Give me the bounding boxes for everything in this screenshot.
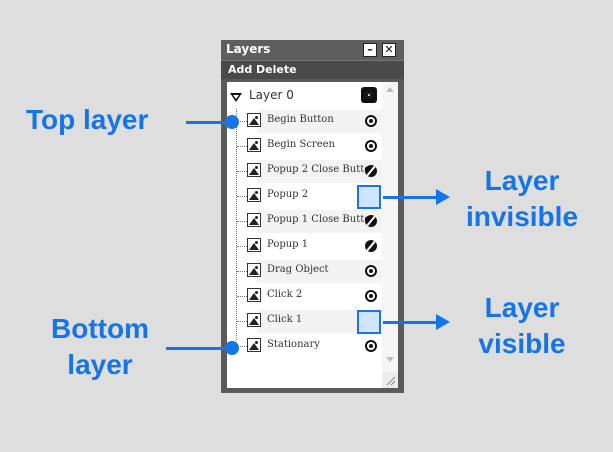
layer-row[interactable]: Popup 1 Close Button	[227, 210, 382, 233]
layer-invisible-line2: invisible	[465, 201, 579, 232]
layer-invisible-line1: Layer	[484, 165, 560, 196]
visible-eye-icon[interactable]	[365, 290, 377, 302]
image-thumbnail-icon	[247, 138, 261, 152]
vertical-scrollbar[interactable]	[382, 82, 398, 388]
layer-group-label: Layer 0	[249, 88, 294, 102]
top-layer-pointer-line	[186, 121, 231, 124]
row-background	[257, 210, 382, 233]
row-background	[257, 310, 382, 333]
delete-menu-item[interactable]: Delete	[256, 63, 297, 76]
close-icon: ✕	[384, 43, 394, 56]
layer-row[interactable]: Drag Object	[227, 260, 382, 283]
image-thumbnail-icon	[247, 213, 261, 227]
image-thumbnail-icon	[247, 188, 261, 202]
layer-row[interactable]: Popup 1	[227, 235, 382, 258]
bottom-layer-annotation-line1: Bottom	[51, 313, 149, 344]
layer-label: Popup 1 Close Button	[267, 214, 377, 225]
tree-connector	[236, 109, 237, 340]
tree-branch	[237, 221, 247, 222]
image-thumbnail-icon	[247, 313, 261, 327]
bottom-layer-pointer-line	[166, 347, 232, 350]
minimize-button[interactable]: –	[363, 43, 377, 57]
layer-row[interactable]: Popup 2 Close Button	[227, 160, 382, 183]
panel-title: Layers	[226, 42, 271, 56]
bottom-layer-annotation-line2: layer	[67, 349, 133, 380]
layer-label: Drag Object	[267, 264, 329, 275]
layer-visible-line1: Layer	[484, 292, 560, 323]
layer-invisible-annotation: Layer invisible	[452, 163, 592, 235]
visible-eye-icon[interactable]	[365, 140, 377, 152]
add-menu-item[interactable]: Add	[228, 63, 253, 76]
layer-row[interactable]: Stationary	[227, 335, 382, 358]
top-layer-pointer-dot	[225, 115, 239, 129]
tree-branch	[237, 246, 247, 247]
bottom-layer-pointer-dot	[225, 341, 239, 355]
row-background	[257, 160, 382, 183]
visible-highlight-box	[357, 310, 381, 334]
visible-eye-icon[interactable]	[365, 340, 377, 352]
visible-pointer-line	[383, 321, 437, 324]
layer-row[interactable]: Begin Button	[227, 110, 382, 133]
image-thumbnail-icon	[247, 288, 261, 302]
layer-label: Click 1	[267, 314, 303, 325]
row-background	[257, 260, 382, 283]
visible-arrow-icon	[436, 314, 450, 330]
image-thumbnail-icon	[247, 263, 261, 277]
tree-branch	[237, 346, 247, 347]
layer-row[interactable]: Click 2	[227, 285, 382, 308]
invisible-pointer-line	[383, 196, 437, 199]
layer-label: Popup 2	[267, 189, 309, 200]
layer-label: Begin Screen	[267, 139, 335, 150]
image-thumbnail-icon	[247, 163, 261, 177]
visible-eye-icon[interactable]	[365, 265, 377, 277]
panel-menubar: Add Delete	[221, 61, 404, 79]
layer-group-row[interactable]: Layer 0	[227, 85, 382, 107]
close-button[interactable]: ✕	[382, 43, 396, 57]
scroll-up-arrow-icon[interactable]	[386, 87, 394, 92]
layer-row[interactable]: Begin Screen	[227, 135, 382, 158]
tree-branch	[237, 296, 247, 297]
layer-label: Click 2	[267, 289, 303, 300]
invisible-arrow-icon	[436, 189, 450, 205]
scroll-down-arrow-icon[interactable]	[386, 357, 394, 362]
image-thumbnail-icon	[247, 238, 261, 252]
layer-label: Stationary	[267, 339, 320, 350]
hidden-eye-icon[interactable]	[365, 215, 377, 227]
visible-eye-icon[interactable]	[365, 115, 377, 127]
layer-label: Popup 1	[267, 239, 309, 250]
resize-grip-icon[interactable]	[382, 372, 398, 388]
layers-panel: Layers – ✕ Add Delete Layer 0 Begin Butt…	[221, 40, 404, 393]
hidden-eye-icon[interactable]	[365, 165, 377, 177]
invisible-highlight-box	[357, 185, 381, 209]
tree-branch	[237, 196, 247, 197]
tree-branch	[237, 121, 247, 122]
layer-label: Popup 2 Close Button	[267, 164, 377, 175]
tree-branch	[237, 271, 247, 272]
expand-triangle-icon[interactable]	[230, 93, 242, 102]
tree-branch	[237, 171, 247, 172]
minimize-icon: –	[367, 43, 373, 56]
layer-label: Begin Button	[267, 114, 334, 125]
group-visibility-eye-icon[interactable]	[361, 87, 377, 103]
layer-visible-line2: visible	[478, 328, 566, 359]
image-thumbnail-icon	[247, 113, 261, 127]
panel-titlebar[interactable]: Layers – ✕	[221, 40, 404, 61]
image-thumbnail-icon	[247, 338, 261, 352]
tree-branch	[237, 146, 247, 147]
row-background	[257, 110, 382, 133]
top-layer-annotation: Top layer	[26, 104, 149, 135]
tree-branch	[237, 321, 247, 322]
hidden-eye-icon[interactable]	[365, 240, 377, 252]
layer-visible-annotation: Layer visible	[452, 290, 592, 362]
bottom-layer-annotation: Bottom layer	[40, 311, 160, 383]
